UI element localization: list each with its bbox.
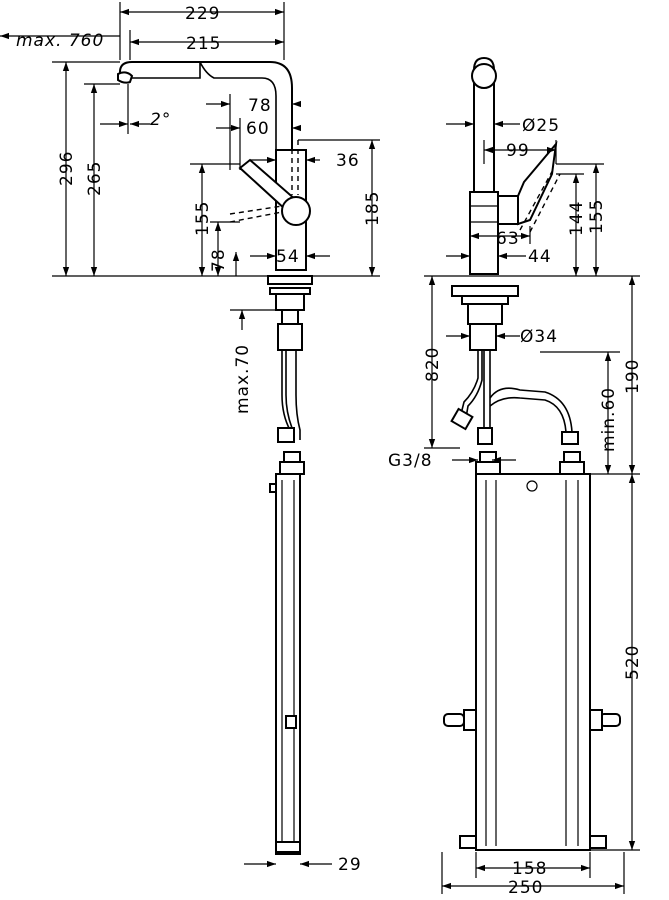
dim-60: 60 xyxy=(246,119,270,139)
front-view xyxy=(424,56,640,851)
dim-dia-25: Ø25 xyxy=(522,116,560,136)
dim-78-bottom: 78 xyxy=(209,248,229,272)
dim-max-760: max. 760 xyxy=(16,31,104,51)
dim-63: 63 xyxy=(496,229,520,249)
dim-296: 296 xyxy=(57,151,77,186)
dim-29: 29 xyxy=(338,855,362,875)
dim-250: 250 xyxy=(508,878,543,898)
front-hose-left xyxy=(459,350,479,419)
front-body xyxy=(469,191,499,275)
front-view-dimensions: Ø25 99 155 144 63 44 Ø34 820 G3/8 xyxy=(388,116,643,898)
side-view-dimensions: 229 215 max. 760 296 265 2° 78 60 xyxy=(0,2,383,875)
spout-inner xyxy=(132,61,277,190)
spray-head xyxy=(117,71,134,84)
dim-2-degree: 2° xyxy=(150,110,171,130)
dim-dia-34: Ø34 xyxy=(520,327,558,347)
dim-158: 158 xyxy=(512,859,547,879)
dim-max-70: max.70 xyxy=(233,344,253,414)
dim-215: 215 xyxy=(186,34,221,54)
lever-hub xyxy=(281,196,311,226)
dim-min-60: min.60 xyxy=(599,387,619,452)
dim-99: 99 xyxy=(506,141,530,161)
dim-36: 36 xyxy=(336,151,360,171)
dim-229: 229 xyxy=(185,4,220,24)
dim-44: 44 xyxy=(528,247,552,267)
side-view xyxy=(52,61,380,855)
dim-820: 820 xyxy=(423,347,443,382)
dim-185: 185 xyxy=(363,191,383,226)
dim-78-top: 78 xyxy=(248,96,272,116)
lever-alt-position xyxy=(229,211,283,223)
front-hose-right xyxy=(489,387,573,444)
dim-190: 190 xyxy=(623,359,643,394)
dim-54: 54 xyxy=(276,247,300,267)
dim-265: 265 xyxy=(85,161,105,196)
box-side xyxy=(275,473,301,855)
dim-520: 520 xyxy=(623,645,643,680)
dim-g38: G3/8 xyxy=(388,451,433,471)
front-lever xyxy=(517,140,558,226)
dim-155-left: 155 xyxy=(193,201,213,236)
front-box xyxy=(475,473,591,851)
spout-arc xyxy=(119,61,293,190)
dim-155-right: 155 xyxy=(587,199,607,234)
dim-144: 144 xyxy=(567,201,587,236)
